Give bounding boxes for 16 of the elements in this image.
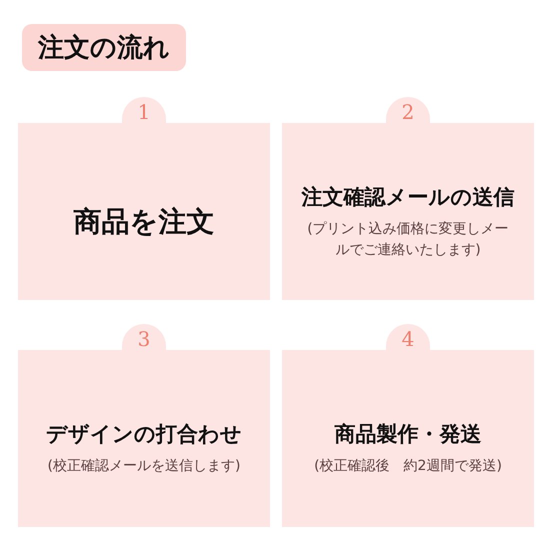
step-heading: デザインの打合わせ bbox=[46, 421, 242, 448]
step-number: 2 bbox=[386, 97, 430, 123]
title-banner: 注文の流れ bbox=[22, 24, 186, 71]
step-heading: 商品を注文 bbox=[74, 204, 214, 240]
step-heading: 注文確認メールの送信 bbox=[302, 184, 514, 210]
step-card bbox=[18, 350, 270, 527]
step-description: (校正確認後 約2週間で発送) bbox=[314, 457, 502, 476]
step-card bbox=[282, 350, 534, 527]
step-card bbox=[18, 123, 270, 300]
step-heading: 商品製作・発送 bbox=[334, 421, 482, 448]
step-description: (プリント込み価格に変更しメールでご連絡いたします) bbox=[306, 220, 510, 260]
step-card bbox=[282, 123, 534, 300]
step-number: 3 bbox=[122, 324, 166, 350]
step-number: 4 bbox=[386, 324, 430, 350]
step-number: 1 bbox=[122, 97, 166, 123]
step-description: (校正確認メールを送信します) bbox=[48, 457, 240, 476]
